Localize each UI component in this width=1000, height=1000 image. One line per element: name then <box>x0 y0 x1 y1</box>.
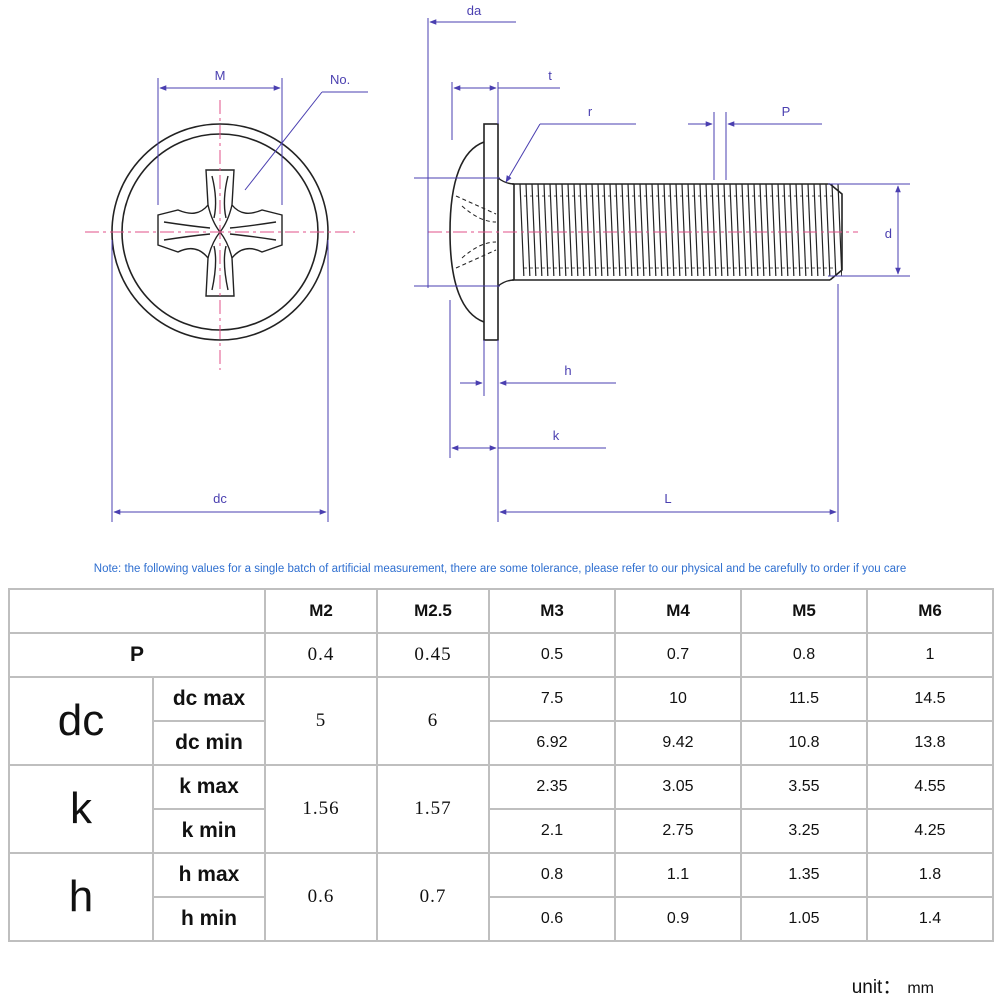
dim-label-t: t <box>548 68 552 83</box>
cell-k-min-m5: 3.25 <box>740 808 868 854</box>
cell-dc-m2-5: 6 <box>376 676 490 766</box>
thread-line <box>741 184 747 276</box>
header-m4: M4 <box>614 588 742 634</box>
cell-p-m4: 0.7 <box>614 632 742 678</box>
cell-k-max-m5: 3.55 <box>740 764 868 810</box>
dim-label-no: No. <box>330 72 350 87</box>
head-top-view: M No. dc <box>85 68 368 522</box>
dim-label-m: M <box>215 68 226 83</box>
cell-k-max-m4: 3.05 <box>614 764 742 810</box>
header-m6: M6 <box>866 588 994 634</box>
dim-label-d: d <box>885 226 892 241</box>
cell-h-max-m3: 0.8 <box>488 852 616 898</box>
table-row-header: M2 M2.5 M3 M4 M5 M6 <box>8 588 994 634</box>
header-m2: M2 <box>264 588 378 634</box>
cell-h-max-m6: 1.8 <box>866 852 994 898</box>
cell-h-min-m6: 1.4 <box>866 896 994 942</box>
measurement-note: Note: the following values for a single … <box>93 563 907 575</box>
row-label-h-min: h min <box>152 896 266 942</box>
phillips-recess <box>157 169 283 297</box>
dim-label-h: h <box>564 363 571 378</box>
dim-label-k: k <box>553 428 560 443</box>
dim-label-p: P <box>782 104 791 119</box>
screw-technical-drawing: M No. dc da <box>85 3 910 522</box>
header-m3: M3 <box>488 588 616 634</box>
row-label-h-max: h max <box>152 852 266 898</box>
row-label-dc-min: dc min <box>152 720 266 766</box>
cell-h-min-m3: 0.6 <box>488 896 616 942</box>
thread-line <box>591 184 597 276</box>
cell-p-m3: 0.5 <box>488 632 616 678</box>
header-m2-5: M2.5 <box>376 588 490 634</box>
cell-dc-min-m5: 10.8 <box>740 720 868 766</box>
thread-line <box>717 184 723 276</box>
cell-h-min-m4: 0.9 <box>614 896 742 942</box>
cell-dc-max-m3: 7.5 <box>488 676 616 722</box>
cell-k-min-m6: 4.25 <box>866 808 994 854</box>
thread-line <box>615 184 621 276</box>
cell-p-m5: 0.8 <box>740 632 868 678</box>
cell-h-m2: 0.6 <box>264 852 378 942</box>
thread-line <box>573 184 579 276</box>
header-m5: M5 <box>740 588 868 634</box>
cell-k-m2-5: 1.57 <box>376 764 490 854</box>
cell-dc-min-m3: 6.92 <box>488 720 616 766</box>
thread-line <box>765 184 771 276</box>
cell-h-max-m5: 1.35 <box>740 852 868 898</box>
cell-k-min-m4: 2.75 <box>614 808 742 854</box>
thread-line <box>549 184 555 276</box>
unit-value: mm <box>907 980 934 997</box>
table-row-h-max: h h max 0.6 0.7 0.8 1.1 1.35 1.8 <box>8 852 994 942</box>
cell-p-m2: 0.4 <box>264 632 378 678</box>
screw-side-view: da t r P d h k <box>414 3 910 522</box>
table-row-h-min: h min 0.6 0.9 1.05 1.4 <box>9 896 994 942</box>
cell-dc-min-m6: 13.8 <box>866 720 994 766</box>
cell-k-min-m3: 2.1 <box>488 808 616 854</box>
row-label-k-min: k min <box>152 808 266 854</box>
dim-label-r: r <box>588 104 593 119</box>
thread-line <box>699 184 705 276</box>
row-label-k-max: k max <box>152 764 266 810</box>
group-label-k: k <box>8 764 154 854</box>
cell-h-m2-5: 0.7 <box>376 852 490 942</box>
cell-dc-max-m6: 14.5 <box>866 676 994 722</box>
cell-p-m6: 1 <box>866 632 994 678</box>
cell-k-max-m3: 2.35 <box>488 764 616 810</box>
unit-label: unit： mm <box>852 972 934 999</box>
table-row-dc-max: dc dc max 5 6 7.5 10 11.5 14.5 <box>8 676 994 766</box>
cell-dc-max-m5: 11.5 <box>740 676 868 722</box>
dim-label-dc: dc <box>213 491 227 506</box>
table-row-k-max: k k max 1.56 1.57 2.35 3.05 3.55 4.55 <box>8 764 994 854</box>
row-label-dc-max: dc max <box>152 676 266 722</box>
cell-dc-min-m4: 9.42 <box>614 720 742 766</box>
table-row-k-min: k min 2.1 2.75 3.25 4.25 <box>9 808 994 854</box>
cell-dc-max-m4: 10 <box>614 676 742 722</box>
table-row-p: P 0.4 0.45 0.5 0.7 0.8 1 <box>8 632 994 678</box>
header-blank <box>8 588 266 634</box>
cell-h-max-m4: 1.1 <box>614 852 742 898</box>
row-label-p: P <box>8 632 266 678</box>
group-label-h: h <box>8 852 154 942</box>
dim-label-l: L <box>664 491 671 506</box>
dim-label-da: da <box>467 3 482 18</box>
thread-line <box>597 184 603 276</box>
thread-line <box>567 184 573 276</box>
spec-table: M2 M2.5 M3 M4 M5 M6 P 0.4 0.45 0.5 0.7 0… <box>8 588 994 942</box>
thread-line <box>747 184 753 276</box>
group-label-dc: dc <box>8 676 154 766</box>
cell-k-m2: 1.56 <box>264 764 378 854</box>
cell-h-min-m5: 1.05 <box>740 896 868 942</box>
cell-p-m2-5: 0.45 <box>376 632 490 678</box>
cell-dc-m2: 5 <box>264 676 378 766</box>
table-row-dc-min: dc min 6.92 9.42 10.8 13.8 <box>9 720 994 766</box>
unit-caption: unit： <box>851 977 902 998</box>
cell-k-max-m6: 4.55 <box>866 764 994 810</box>
thread-line <box>723 184 729 276</box>
